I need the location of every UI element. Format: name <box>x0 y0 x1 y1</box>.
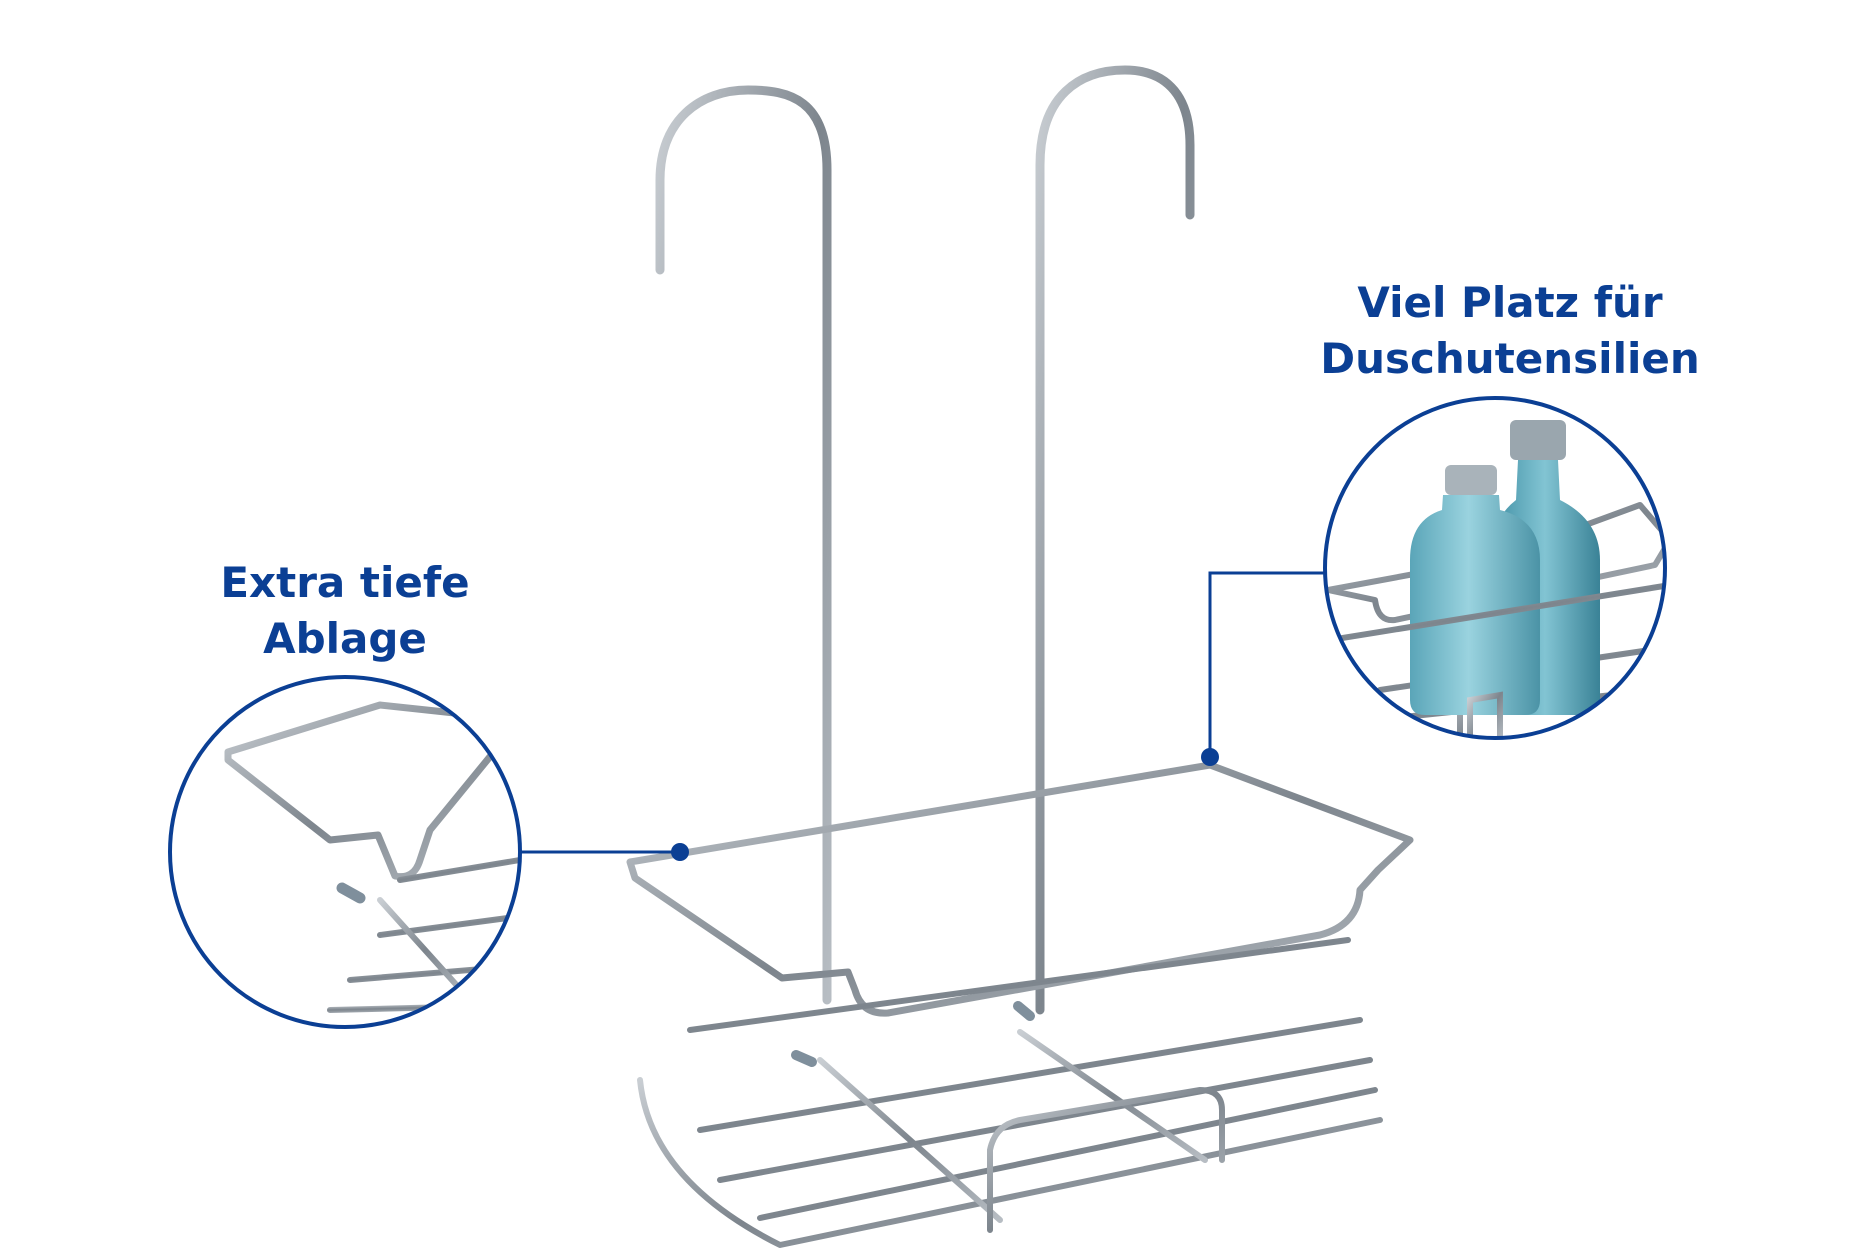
left-hook <box>655 85 832 1005</box>
callout-right-line1: Viel Platz für <box>1357 278 1663 327</box>
right-connector-dot <box>1201 748 1219 766</box>
right-zoom-callout <box>1201 396 1667 766</box>
basket-bottom-wires <box>637 937 1383 1248</box>
caddy <box>626 65 1414 1250</box>
callout-left-line1: Extra tiefe <box>220 558 470 607</box>
bottle-short <box>1410 465 1540 715</box>
callout-label-right: Viel Platz für Duschutensilien <box>1275 275 1745 387</box>
callout-left-line2: Ablage <box>263 614 427 663</box>
callout-label-left: Extra tiefe Ablage <box>165 555 525 667</box>
callout-right-line2: Duschutensilien <box>1320 334 1700 383</box>
left-zoom-callout <box>168 675 689 1029</box>
left-connector-dot <box>671 843 689 861</box>
right-hook <box>1035 65 1195 1015</box>
right-connector-line <box>1208 571 1325 757</box>
right-zoom-ring <box>1323 396 1667 740</box>
